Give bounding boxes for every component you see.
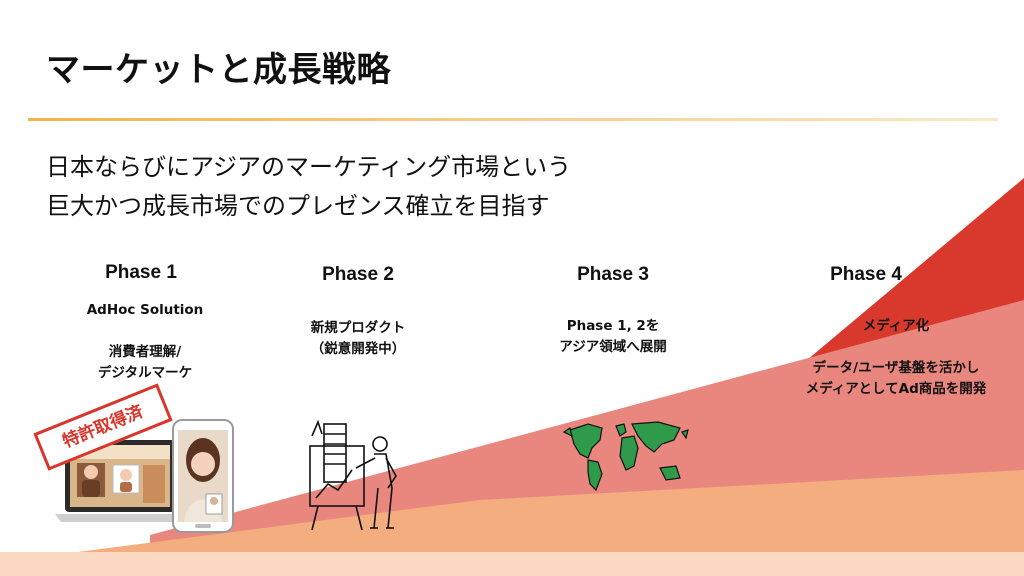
phase-1-line-3: 消費者理解/ xyxy=(30,342,260,363)
phase-4-line-4: メディアとしてAd商品を開発 xyxy=(781,379,1011,400)
growth-wedge-peach xyxy=(0,552,1024,576)
phase-3-description: Phase 1, 2を アジア領域へ展開 xyxy=(498,316,728,358)
title-divider xyxy=(28,118,998,121)
phase-2-description: 新規プロダクト （鋭意開発中） xyxy=(243,318,473,360)
phase-3-line-1: Phase 1, 2を xyxy=(498,316,728,337)
phase-4-line-3: データ/ユーザ基盤を活かし xyxy=(781,358,1011,379)
presenter-growth-chart-icon xyxy=(300,418,410,536)
headline-line-2: 巨大かつ成長市場でのプレゼンス確立を目指す xyxy=(46,187,571,226)
world-map-icon xyxy=(562,418,690,498)
phase-1-line-2 xyxy=(30,321,260,342)
phase-2-label: Phase 2 xyxy=(258,264,458,286)
phase-3-line-2: アジア領域へ展開 xyxy=(498,337,728,358)
phase-1-line-4: デジタルマーケ xyxy=(30,363,260,384)
phase-4-description: メディア化 データ/ユーザ基盤を活かし メディアとしてAd商品を開発 xyxy=(781,316,1011,400)
phase-4-line-2 xyxy=(781,337,1011,358)
slide-title: マーケットと成長戦略 xyxy=(46,42,391,91)
phase-1-description: AdHoc Solution 消費者理解/ デジタルマーケ xyxy=(30,300,260,384)
phase-3-label: Phase 3 xyxy=(513,264,713,286)
phase-2-line-1: 新規プロダクト xyxy=(243,318,473,339)
phase-1-label: Phase 1 xyxy=(41,262,241,284)
phase-2-line-2: （鋭意開発中） xyxy=(243,339,473,360)
phase-1-line-1: AdHoc Solution xyxy=(30,300,260,321)
headline-line-1: 日本ならびにアジアのマーケティング市場という xyxy=(46,148,571,187)
phase-4-label: Phase 4 xyxy=(766,264,966,286)
headline: 日本ならびにアジアのマーケティング市場という 巨大かつ成長市場でのプレゼンス確立… xyxy=(46,148,571,226)
phase-4-line-1: メディア化 xyxy=(781,316,1011,337)
